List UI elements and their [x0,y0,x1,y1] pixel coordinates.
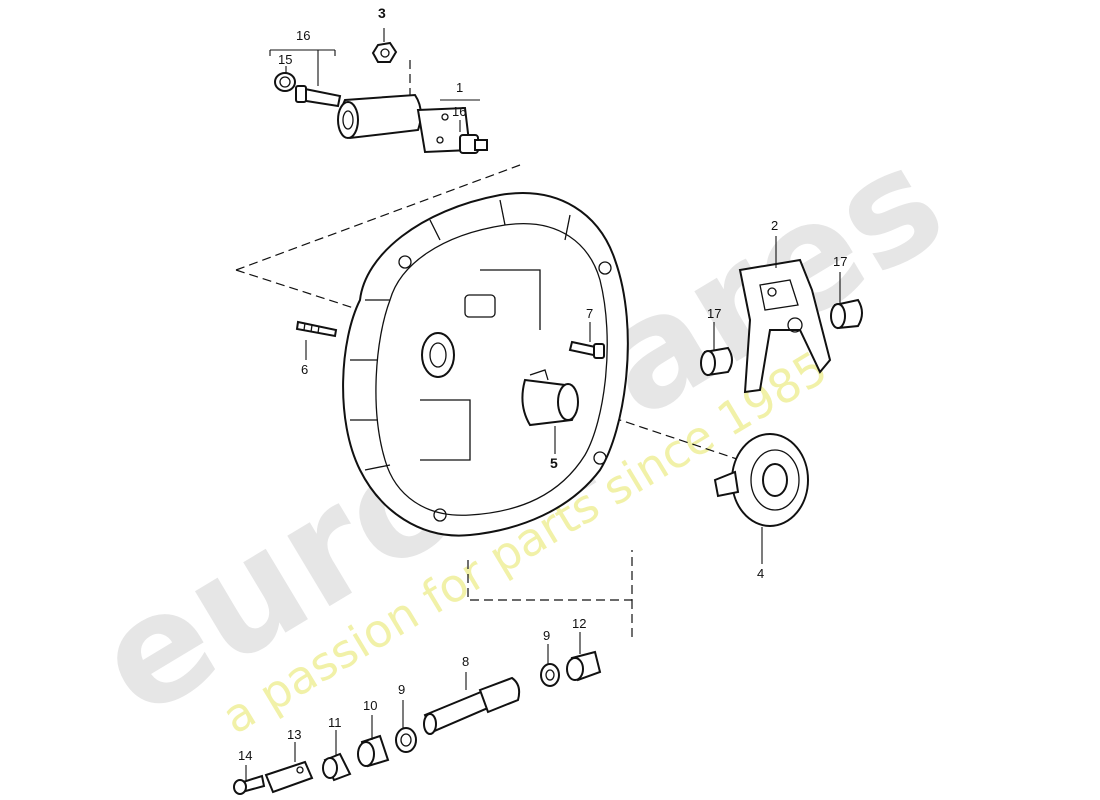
bolt-7 [568,340,605,359]
dash-line-bottom [467,550,633,601]
stud-6 [295,320,338,338]
callout-16-bottom: 16 [452,104,466,119]
callout-10: 10 [363,698,377,713]
callout-7: 7 [586,306,593,321]
callout-labels: 3 16 15 1 16 2 17 17 6 7 5 4 8 9 12 9 10… [238,5,847,763]
bell-housing [342,192,629,537]
dash-line-top [235,164,521,271]
leader-lines [245,28,841,780]
shaft-8 [423,676,521,735]
bushing-17-left [700,346,733,377]
callout-6: 6 [301,362,308,377]
bushing-17-right [830,298,863,330]
release-bearing-4 [713,433,809,527]
bearing-12 [566,650,602,682]
bleeder-cap-15 [274,72,296,92]
nut-3 [371,41,398,63]
callout-11: 11 [328,715,342,730]
callout-12: 12 [572,616,586,631]
callout-13: 13 [287,727,301,742]
dash-line-left [235,269,361,311]
release-fork-2 [738,258,832,394]
callout-14: 14 [238,748,252,763]
callout-15: 15 [278,52,292,67]
bushing-10 [357,734,390,768]
callout-17-right: 17 [833,254,847,269]
callout-9-upper: 9 [543,628,550,643]
slave-cylinder [337,93,488,154]
bushing-9-upper [540,663,560,687]
callout-16-top: 16 [296,28,310,43]
bushing-11 [322,752,352,782]
guide-tube-5 [521,369,579,427]
callout-4: 4 [757,566,764,581]
callout-17-left: 17 [707,306,721,321]
callout-9-lower: 9 [398,682,405,697]
callout-8: 8 [462,654,469,669]
bleeder-assembly [274,72,342,108]
callout-1: 1 [456,80,463,95]
bushing-9-lower [395,727,417,753]
retainer-plate-13 [264,760,314,794]
housing-mount-boss [421,332,455,378]
bolt-14 [233,774,266,795]
callout-5: 5 [550,455,558,471]
callout-3: 3 [378,5,386,21]
callout-2: 2 [771,218,778,233]
